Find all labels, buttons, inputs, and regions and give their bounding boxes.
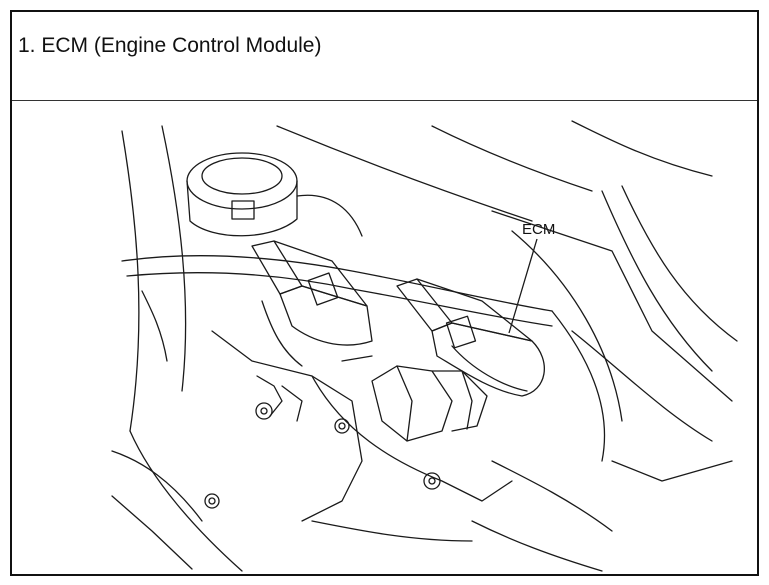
ecm-illustration: ECM xyxy=(12,101,757,574)
engine-bay-drawing: ECM xyxy=(111,120,738,572)
ecm-callout-leader xyxy=(508,238,538,334)
diagram-frame: 1. ECM (Engine Control Module) xyxy=(10,10,759,576)
ecm-callout-label: ECM xyxy=(522,221,555,238)
caption-bar: 1. ECM (Engine Control Module) xyxy=(12,12,757,101)
ecm-module-shape xyxy=(371,278,545,442)
fender-edge-line xyxy=(121,130,140,432)
left-connector-shape xyxy=(251,240,373,367)
caption-title: 1. ECM (Engine Control Module) xyxy=(18,34,322,57)
